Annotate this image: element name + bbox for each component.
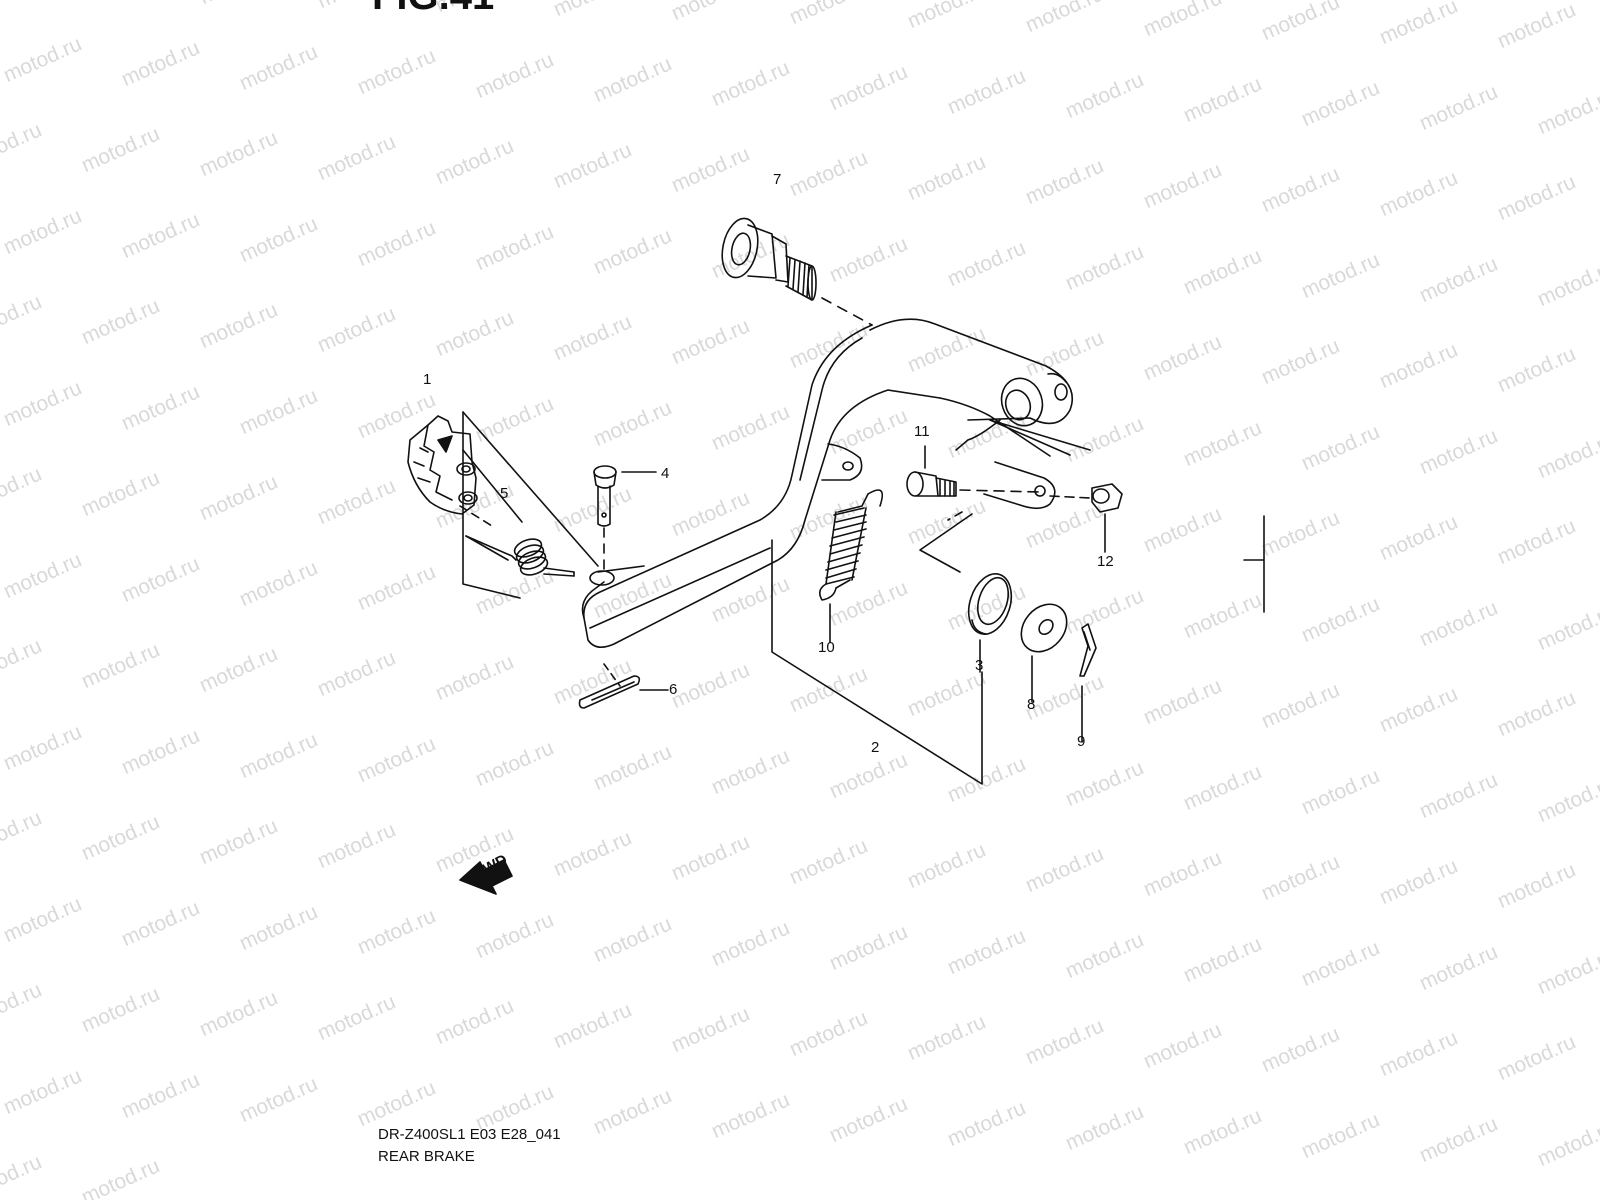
section-title: REAR BRAKE (378, 1148, 475, 1165)
clevis-pin-part (593, 465, 617, 575)
washer-part (1020, 603, 1068, 653)
callout-1: 1 (423, 371, 431, 388)
cotter-pin-small-part (1079, 623, 1097, 677)
callout-4: 4 (661, 465, 669, 482)
figure-title: FIG.41 (372, 0, 494, 19)
cotter-pin-part (578, 663, 641, 709)
return-spring-part (818, 489, 884, 601)
callout-9: 9 (1077, 733, 1085, 750)
callout-8: 8 (1027, 696, 1035, 713)
fwd-arrow-icon (459, 859, 513, 895)
cam-bolt-part (906, 471, 957, 497)
oil-seal-part (967, 573, 1013, 635)
pivot-bolt-part (721, 217, 817, 301)
callout-10: 10 (818, 639, 835, 656)
pedal-tip-part (407, 415, 478, 515)
callout-12: 12 (1097, 553, 1114, 570)
callout-5: 5 (500, 485, 508, 502)
torsion-spring-part (465, 535, 575, 577)
nut-part (1049, 483, 1123, 513)
callout-3: 3 (975, 657, 983, 674)
callout-11: 11 (914, 423, 930, 440)
model-code: DR-Z400SL1 E03 E28_041 (378, 1126, 561, 1143)
callout-7: 7 (773, 171, 781, 188)
callout-2: 2 (871, 739, 879, 756)
callout-6: 6 (669, 681, 677, 698)
